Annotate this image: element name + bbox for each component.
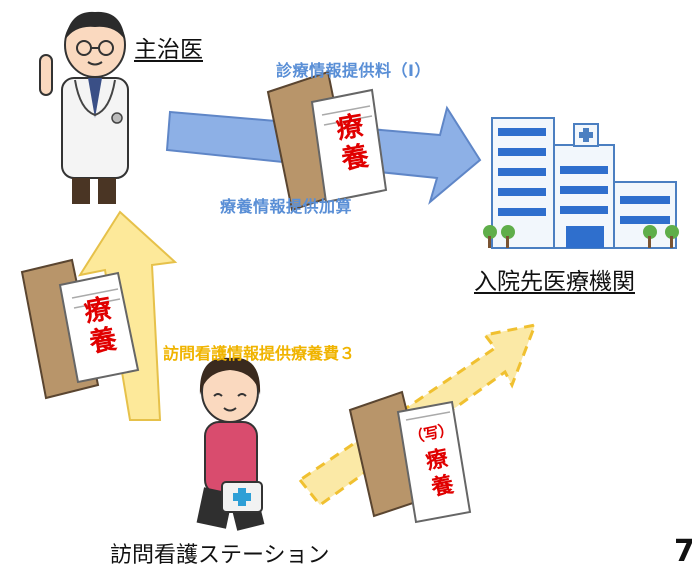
page-number: 7 bbox=[674, 534, 692, 569]
nurse-icon bbox=[196, 357, 265, 531]
station-fee-caption: 訪問看護情報提供療養費３ bbox=[163, 344, 356, 363]
nursing-addition-caption: 療養情報提供加算 bbox=[220, 197, 353, 216]
doctor-label: 主治医 bbox=[134, 37, 203, 63]
doctor-fee-caption: 診療情報提供料（Ⅰ） bbox=[276, 61, 431, 80]
envelope-icon bbox=[348, 390, 472, 524]
hospital-label: 入院先医療機関 bbox=[474, 269, 635, 295]
envelope-icon bbox=[20, 258, 140, 400]
envelope-icon bbox=[266, 70, 388, 212]
station-label: 訪問看護ステーション bbox=[110, 543, 330, 568]
hospital-icon bbox=[483, 117, 679, 249]
doctor-icon bbox=[39, 11, 129, 204]
